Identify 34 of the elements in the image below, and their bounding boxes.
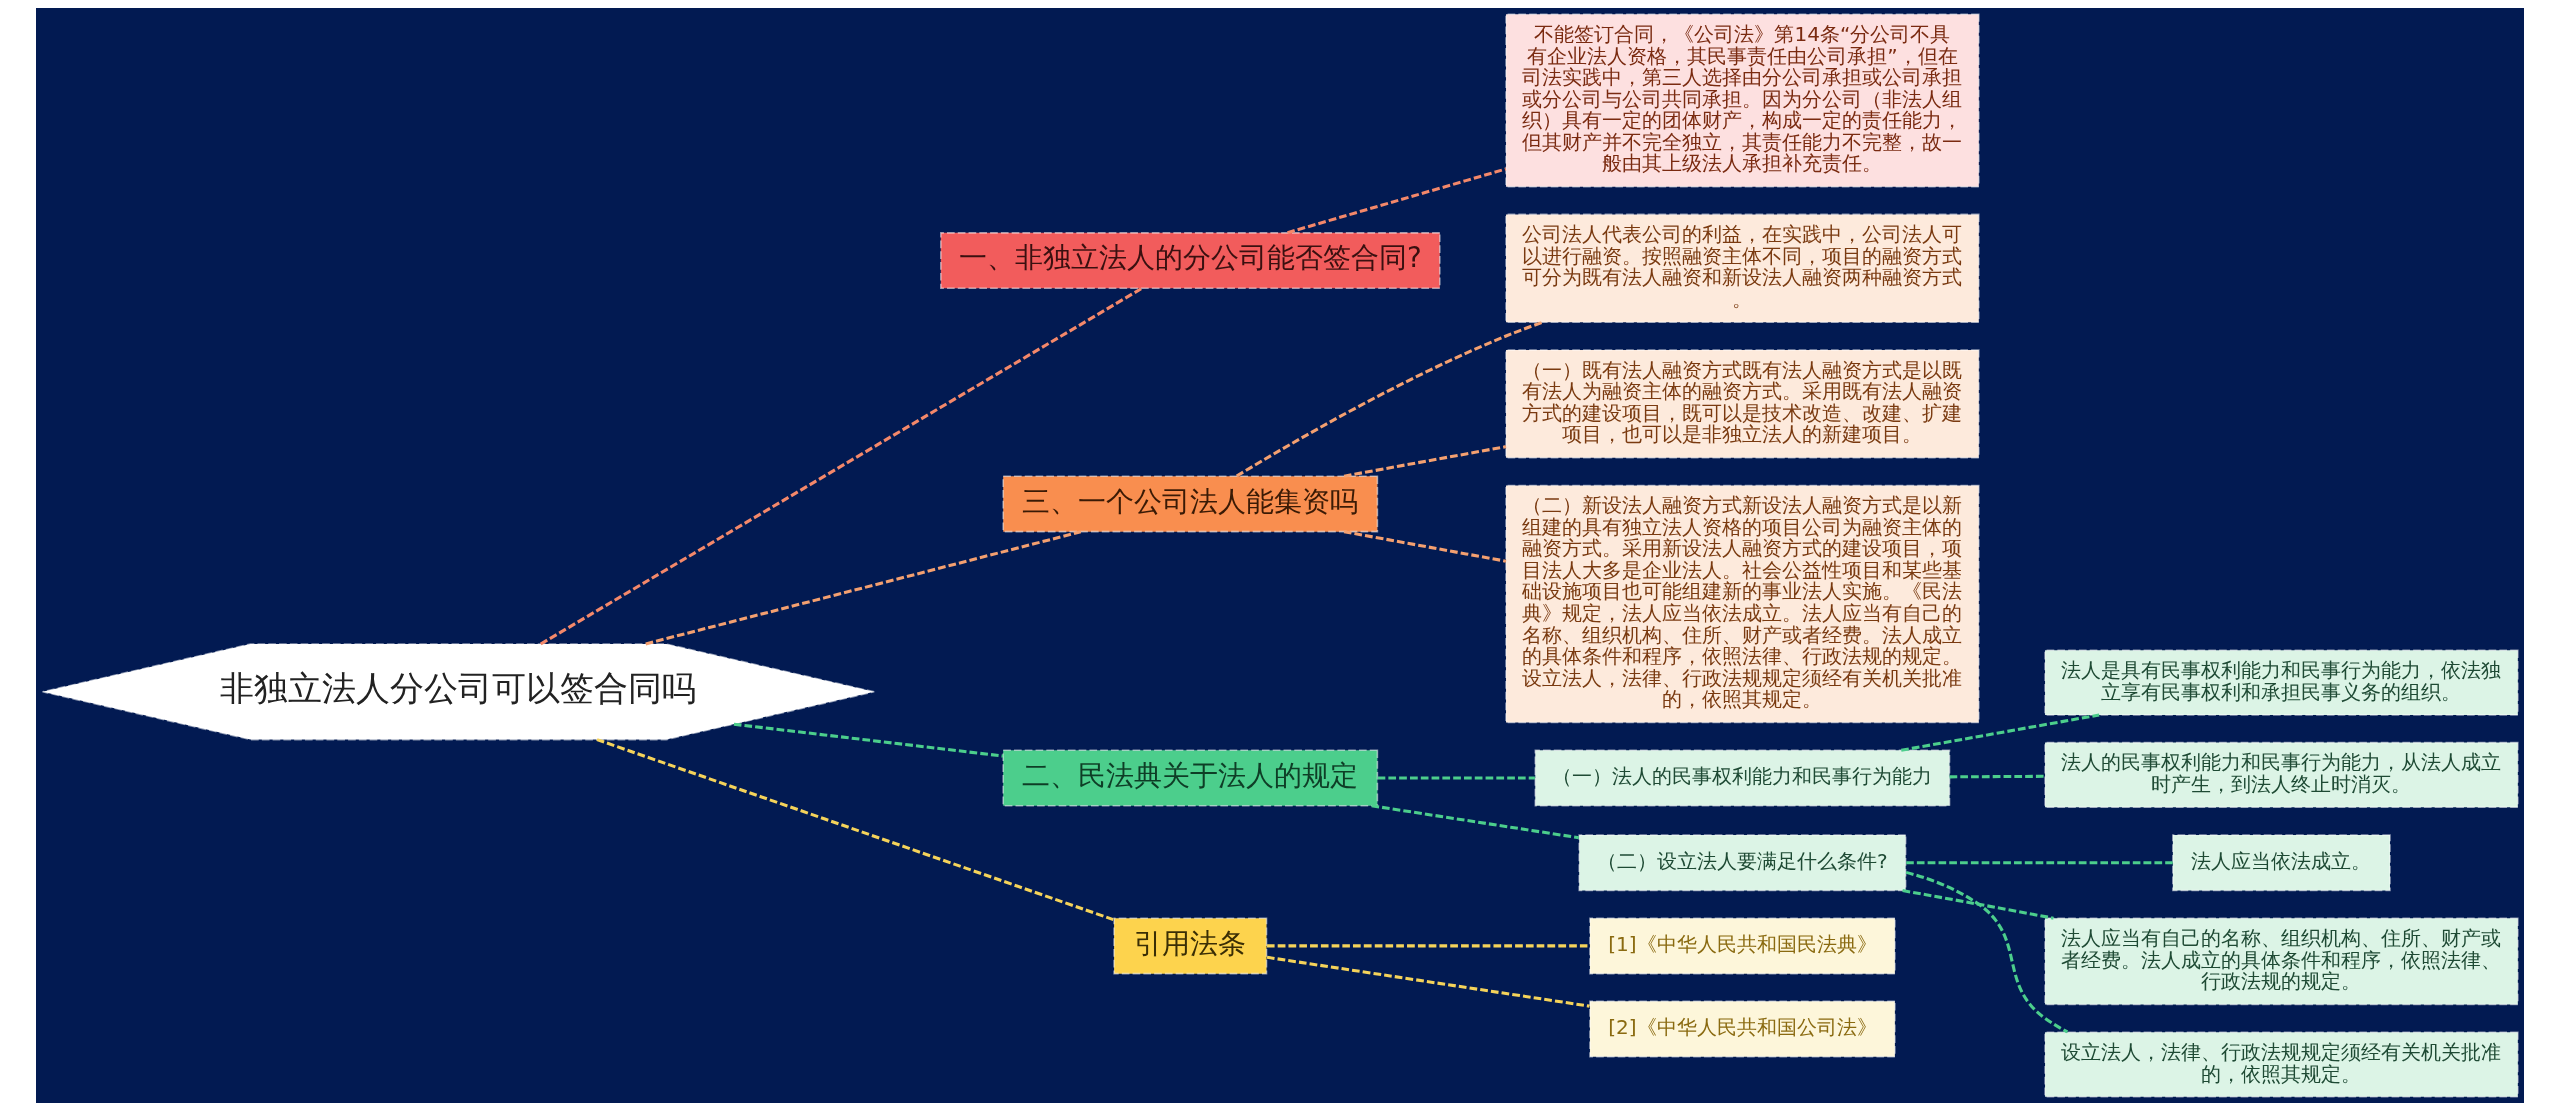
node-box: 不能签订合同，《公司法》第14条“分公司不具有企业法人资格，其民事责任由公司承担”，但在司法实践中，第三人选择由分公司承担或公司承担或分公司与公司共同承担。因为分公司（非法人组织）具有一定的团体财产，构成一定的责任能力，但其财产并不完全独立，其责任能力不完整，故一般由其上级法人承担补充责任。	[1505, 13, 1980, 188]
connector	[1267, 944, 1590, 948]
node-box: 法人应当依法成立。	[2172, 834, 2391, 892]
node-box: 设立法人，法律、行政法规规定须经有关机关批准的，依照其规定。	[2044, 1031, 2519, 1098]
node-box: [2]《中华人民共和国公司法》	[1589, 1000, 1896, 1058]
connector	[539, 287, 1143, 646]
connector	[1235, 320, 1544, 478]
node-box: 法人的民事权利能力和民事行为能力，从法人成立时产生，到法人终止时消灭。	[2044, 741, 2519, 809]
node-box: （二）新设法人融资方式新设法人融资方式是以新组建的具有独立法人资格的项目公司为融资主体的融资方式。采用新设法人融资方式的建设项目，项目法人大多是企业法人。社会公益性项目和某些基础设施项目也可能组建新的事业法人实施。《民法典》规定，法人应当依法成立。法人应当有自己的名称、组织机构、住所、财产或者经费。法人成立的具体条件和程序，依照法律、行政法规的规定。设立法人，法律、行政法规规定须经有关机关批准的，依照其规定。	[1505, 484, 1980, 724]
node-box: [1]《中华人民共和国民法典》	[1589, 917, 1896, 975]
connector	[1266, 955, 1590, 1008]
connector	[1287, 167, 1507, 235]
node-box: 三、一个公司法人能集资吗	[1002, 475, 1379, 533]
node-box: （一）法人的民事权利能力和民事行为能力	[1534, 749, 1951, 807]
node-box: （二）设立法人要满足什么条件?	[1578, 834, 1907, 892]
connector	[1900, 713, 2100, 752]
connector	[1377, 776, 1535, 780]
node-box: 法人应当有自己的名称、组织机构、住所、财产或者经费。法人成立的具体条件和程序，依照法律、行政法规的规定。	[2044, 917, 2519, 1006]
node-box: 二、民法典关于法人的规定	[1002, 749, 1379, 807]
node-box: 法人是具有民事权利能力和民事行为能力，依法独立享有民事权利和承担民事义务的组织。	[2044, 649, 2519, 716]
connector	[645, 530, 1082, 646]
node-box: （一）既有法人融资方式既有法人融资方式是以既有法人为融资主体的融资方式。采用既有法人融资方式的建设项目，既可以是技术改造、改建、扩建项目，也可以是非独立法人的新建项目。	[1505, 349, 1980, 459]
connector	[1902, 889, 2054, 920]
connector	[1343, 445, 1507, 478]
node-box: 引用法条	[1113, 917, 1268, 975]
node-box: 一、非独立法人的分公司能否签合同?	[940, 232, 1441, 290]
node-box: 公司法人代表公司的利益，在实践中，公司法人可以进行融资。按照融资主体不同，项目的融资方式可分为既有法人融资和新设法人融资两种融资方式。	[1505, 213, 1980, 323]
connector	[1949, 774, 2045, 779]
connector	[1343, 530, 1507, 563]
connector	[733, 722, 1004, 758]
connector	[1906, 861, 2173, 865]
connector	[596, 738, 1115, 922]
connector	[1371, 804, 1580, 840]
connector	[1905, 870, 2069, 1034]
